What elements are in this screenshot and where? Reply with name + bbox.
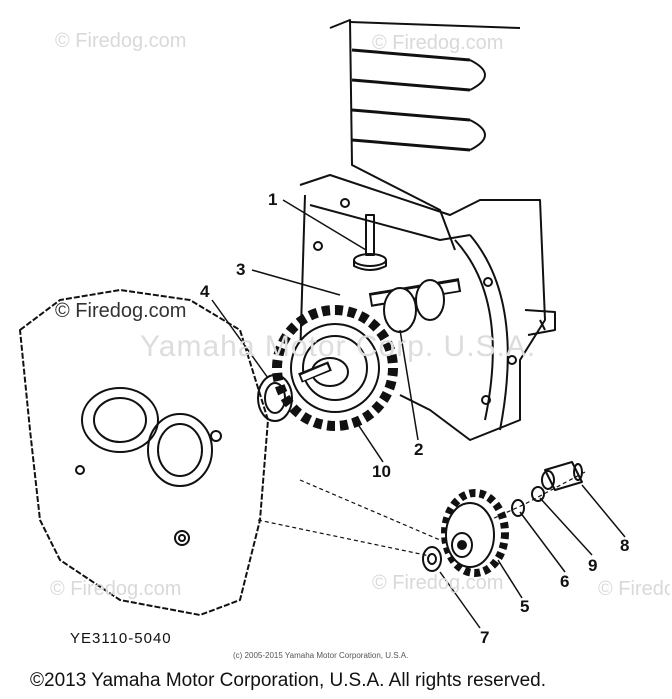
crankcase-cover [19, 289, 269, 616]
callout-5: 5 [520, 597, 530, 616]
part-8-bolt [541, 461, 583, 491]
part-5-small-gear [441, 489, 509, 577]
callout-2: 2 [414, 440, 424, 459]
small-copyright: (c) 2005-2015 Yamaha Motor Corporation, … [233, 651, 409, 660]
watermark-bottom-mid: © Firedog.com [372, 572, 504, 594]
footer-copyright: ©2013 Yamaha Motor Corporation, U.S.A. A… [30, 670, 546, 691]
callout-4: 4 [200, 282, 210, 301]
part-10-gear [272, 305, 398, 431]
watermark-bottom-right: © Firedog.com [598, 578, 670, 600]
engine-block-outline [299, 19, 556, 441]
callout-6: 6 [560, 572, 570, 591]
callout-3: 3 [236, 260, 246, 279]
watermark-center: Yamaha Motor Corp. U.S.A. [140, 330, 537, 363]
callout-10: 10 [372, 462, 391, 481]
diagram-code: YE3110-5040 [70, 630, 172, 647]
part-1-pin [353, 214, 387, 271]
part-2-camshaft [368, 278, 462, 333]
part-6-washer [511, 499, 525, 517]
part-4-washer [257, 374, 293, 422]
callout-7: 7 [480, 628, 490, 647]
callout-1: 1 [268, 190, 278, 209]
watermark-top-right: © Firedog.com [372, 32, 504, 54]
callout-8: 8 [620, 536, 630, 555]
watermark-top-left: © Firedog.com [55, 30, 187, 52]
part-7-washer [422, 546, 442, 572]
alignment-lines [257, 471, 586, 557]
watermark-mid-left: © Firedog.com [55, 300, 187, 322]
part-9-clip [531, 486, 545, 502]
leader-lines [211, 199, 626, 629]
watermark-bottom-left: © Firedog.com [50, 578, 182, 600]
callout-9: 9 [588, 556, 598, 575]
